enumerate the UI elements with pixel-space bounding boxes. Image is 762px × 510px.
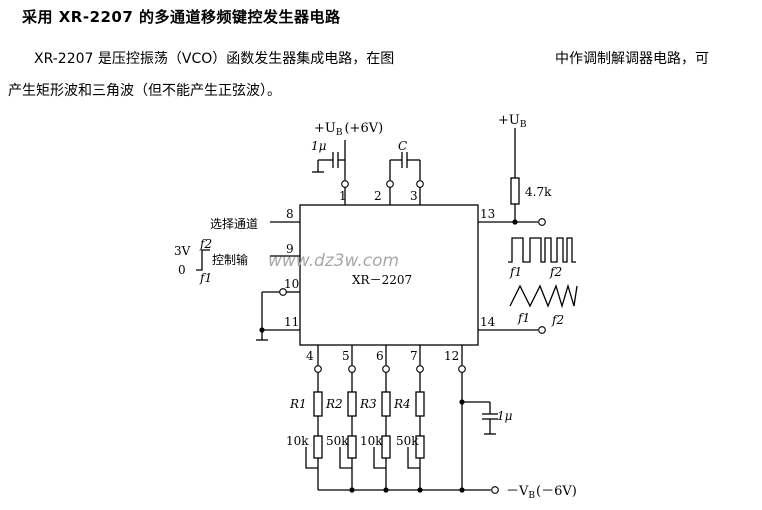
terminal-pin1 xyxy=(341,180,349,188)
voltage-3v-label: 3V xyxy=(174,244,191,258)
terminal-pin7 xyxy=(416,365,424,373)
square-f2-label: f2 xyxy=(549,265,562,279)
pin-number: 2 xyxy=(374,189,382,203)
paragraph-line-2: 产生矩形波和三角波（但不能产生正弦波）。 xyxy=(8,83,281,99)
pin-number: 8 xyxy=(286,207,294,221)
paragraph-line-1-continued: 中作调制解调器电路，可 xyxy=(555,51,709,67)
resistor-r1 xyxy=(313,391,323,417)
svg-text:－VB(－6V): －VB(－6V) xyxy=(506,484,577,501)
r2-label: R2 xyxy=(325,397,343,411)
square-wave xyxy=(508,237,576,263)
supply-neg-sub: B xyxy=(528,491,535,501)
pin-number: 11 xyxy=(284,315,299,329)
terminal-pin14-out xyxy=(538,326,546,334)
paragraph-line-1: XR-2207 是压控振荡（VCO）函数发生器集成电路，在图 xyxy=(34,51,395,67)
pin-number: 4 xyxy=(306,349,314,363)
pin-number: 7 xyxy=(410,349,418,363)
ic-label: XR－2207 xyxy=(352,273,412,287)
terminal-pin12 xyxy=(458,365,466,373)
resistor-r3 xyxy=(381,391,391,417)
r4-label: R4 xyxy=(393,397,411,411)
pot-10k-1 xyxy=(313,435,323,459)
pin-number: 14 xyxy=(480,315,496,329)
terminal-pin5 xyxy=(348,365,356,373)
cap-c-label: C xyxy=(398,139,407,153)
supply-right-sub: B xyxy=(520,120,527,130)
terminal-pin2 xyxy=(386,180,394,188)
cap-1u-bottom-label: 1μ xyxy=(497,409,513,423)
svg-text:+UB(+6V): +UB(+6V) xyxy=(314,121,383,138)
r3-label: R3 xyxy=(359,397,377,411)
pin-number: 6 xyxy=(376,349,384,363)
supply-neg-value: (－6V) xyxy=(536,484,577,499)
select-channel-label: 选择通道 xyxy=(210,217,258,231)
control-input-label: 控制输 xyxy=(212,252,248,267)
supply-pos-label: +U xyxy=(314,121,336,136)
triangle-f1-label: f1 xyxy=(517,311,530,325)
input-f1-label: f1 xyxy=(199,271,212,285)
ic-body xyxy=(299,204,479,346)
pin-number: 9 xyxy=(286,242,294,256)
terminal-pin6 xyxy=(382,365,390,373)
square-f1-label: f1 xyxy=(509,265,522,279)
pin-number: 10 xyxy=(284,277,299,291)
pin-number: 12 xyxy=(444,349,459,363)
pin-number: 5 xyxy=(342,349,350,363)
cap-1u-top-label: 1μ xyxy=(311,139,327,153)
resistor-r4 xyxy=(415,391,425,417)
supply-neg-label: －V xyxy=(506,484,529,499)
terminal-pin13-out xyxy=(538,218,546,226)
page-title: 采用 XR-2207 的多通道移频键控发生器电路 xyxy=(22,8,341,26)
triangle-wave xyxy=(509,283,578,309)
supply-pos-value: (+6V) xyxy=(344,121,383,136)
triangle-f2-label: f2 xyxy=(551,313,564,327)
pot-50k-1 xyxy=(347,435,357,459)
resistor-r2 xyxy=(347,391,357,417)
supply-pos-sub: B xyxy=(336,128,343,138)
terminal-pin3 xyxy=(416,180,424,188)
pot-label: 50k xyxy=(326,434,349,448)
terminal-pin4 xyxy=(314,365,322,373)
r1-label: R1 xyxy=(289,397,307,411)
pin-number: 3 xyxy=(410,189,418,203)
pot-label: 50k xyxy=(396,434,419,448)
supply-right-label: +U xyxy=(498,113,520,128)
resistor-4k7 xyxy=(510,177,520,205)
pot-10k-2 xyxy=(381,435,391,459)
pot-label: 10k xyxy=(286,434,309,448)
pin-number: 13 xyxy=(480,207,495,221)
watermark: www.dz3w.com xyxy=(268,251,399,271)
terminal-neg-supply xyxy=(491,486,499,494)
resistor-4k7-label: 4.7k xyxy=(525,185,552,199)
pot-label: 10k xyxy=(360,434,383,448)
svg-text:+UB: +UB xyxy=(498,113,527,130)
terminal-pin10 xyxy=(279,288,287,296)
pin-number: 1 xyxy=(339,189,347,203)
input-f2-label: f2 xyxy=(199,237,212,251)
voltage-0-label: 0 xyxy=(178,263,186,277)
